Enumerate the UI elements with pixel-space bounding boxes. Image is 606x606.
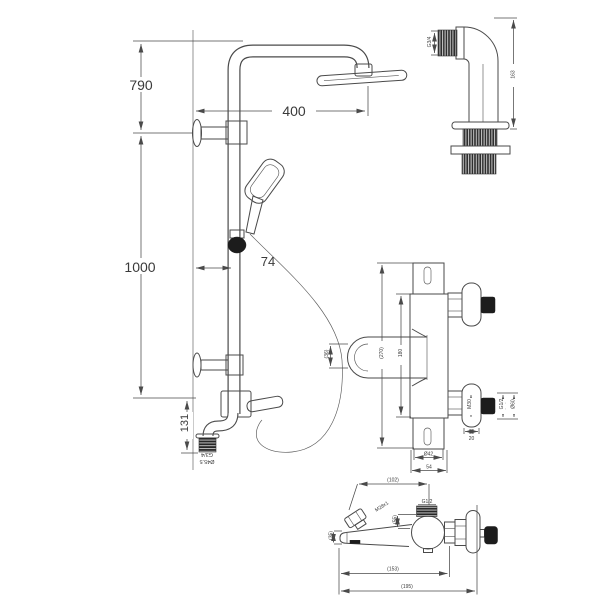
dim-1000-label: 1000 [124,259,155,275]
dim-400: 400 [196,86,369,119]
shower-arm-joint [354,63,373,77]
top-plate-slot [423,266,432,285]
overall-depth-label: (195) [401,584,413,590]
side-bottom-tab [423,548,433,553]
dim-elbow-height: 163 [494,17,519,130]
overhead-shower-head [316,69,408,87]
dim-cartridge: M30 [465,395,474,417]
knob-to-center-label: (102) [387,478,399,484]
elbow-upper-thread [462,128,498,147]
supply-elbow-view: G3/4 163 [427,17,519,175]
dim-plate-width: 54 [410,450,448,473]
dim-spout-width: (36) [324,343,348,369]
diverter-knob [344,508,367,530]
front-spout [347,328,428,387]
side-body [411,515,445,550]
dim-knob-to-center: (102) [348,478,430,511]
bottom-mounting-plate [412,417,445,450]
top-handle [447,282,496,327]
dim-overall-length: (270) [377,262,414,449]
elbow-locknut [450,145,511,155]
elbow-outer-curve [463,26,499,122]
side-top-port [416,505,438,517]
dim-spout-height: (55) [393,514,416,529]
side-spout [339,524,413,547]
top-port-label: G1/2 [422,499,433,505]
dim-plate-hole: Ø42 [413,449,444,460]
knob-depth-label: 20 [469,436,475,442]
dim-spout-end: (35) [329,530,342,545]
dim-131-label: 131 [179,414,191,432]
dim-body-length: 180 [396,293,411,418]
top-mounting-plate [412,262,445,295]
riser-pipe-bore [228,45,369,414]
elbow-flange [451,121,510,130]
shower-column-view: G3/4 Ø45.5 790 1000 400 74 [120,30,408,470]
upper-wall-bracket [192,119,248,147]
dim-400-label: 400 [282,103,306,119]
inlet-thread-label: G1/2 [499,398,505,409]
dim-790: 790 [126,40,243,134]
plate-width-label: 54 [426,465,432,471]
overall-length-label: (270) [379,347,385,359]
elbow-collar [455,26,465,60]
diverter-thread-label: M28x1 [374,500,390,513]
spout-width-label: (36) [324,349,330,358]
lower-wall-bracket [192,352,244,378]
mixer-side-view: (102) G1/2 M28x1 (55) (35) [329,478,498,595]
slider-knob [227,236,247,254]
body-length-label: 180 [398,349,404,358]
spout-height-label: (55) [393,515,399,524]
plate-hole-label: Ø42 [424,452,434,458]
elbow-height-label: 163 [511,70,517,79]
side-wall-connection [444,510,498,554]
elbow-lower-thread [461,153,497,175]
elbow-inlet-thread [437,29,458,57]
depth-to-wall-label: (153) [387,567,399,573]
dim-131: 131 [179,401,198,454]
dim-depths: (153) (195) [338,505,478,595]
dim-elbow-thread: G3/4 [427,30,440,56]
dim-74-label: 74 [261,254,275,269]
cartridge-thread-label: M30 [467,399,473,409]
dim-790-label: 790 [129,77,153,93]
bottom-plate-slot [423,427,432,446]
bottom-elbow-bore [203,412,238,437]
bottom-handle [447,383,496,428]
valve-body [409,293,449,419]
elbow-thread-label: G3/4 [427,36,433,47]
spout-end-label: (35) [329,531,335,540]
dim-knob-depth: 20 [463,428,480,442]
dim-1000: 1000 [120,136,196,399]
hand-shower [244,158,285,235]
dim-inlet-knob: G1/2 Ø60 [497,392,518,420]
top-port-label-group: G1/2 [418,499,436,506]
knob-diameter-label: Ø60 [511,399,517,409]
mixer-front-view: (270) 180 (36) M30 G [324,262,518,473]
fitting-thread-label: G3/4 [201,451,213,457]
fitting-diameter-label: Ø45.5 [200,458,215,464]
elbow-inner-curve [463,58,470,122]
wall-fitting [195,433,220,453]
dim-74: 74 [196,254,275,271]
shower-hose [249,233,343,453]
